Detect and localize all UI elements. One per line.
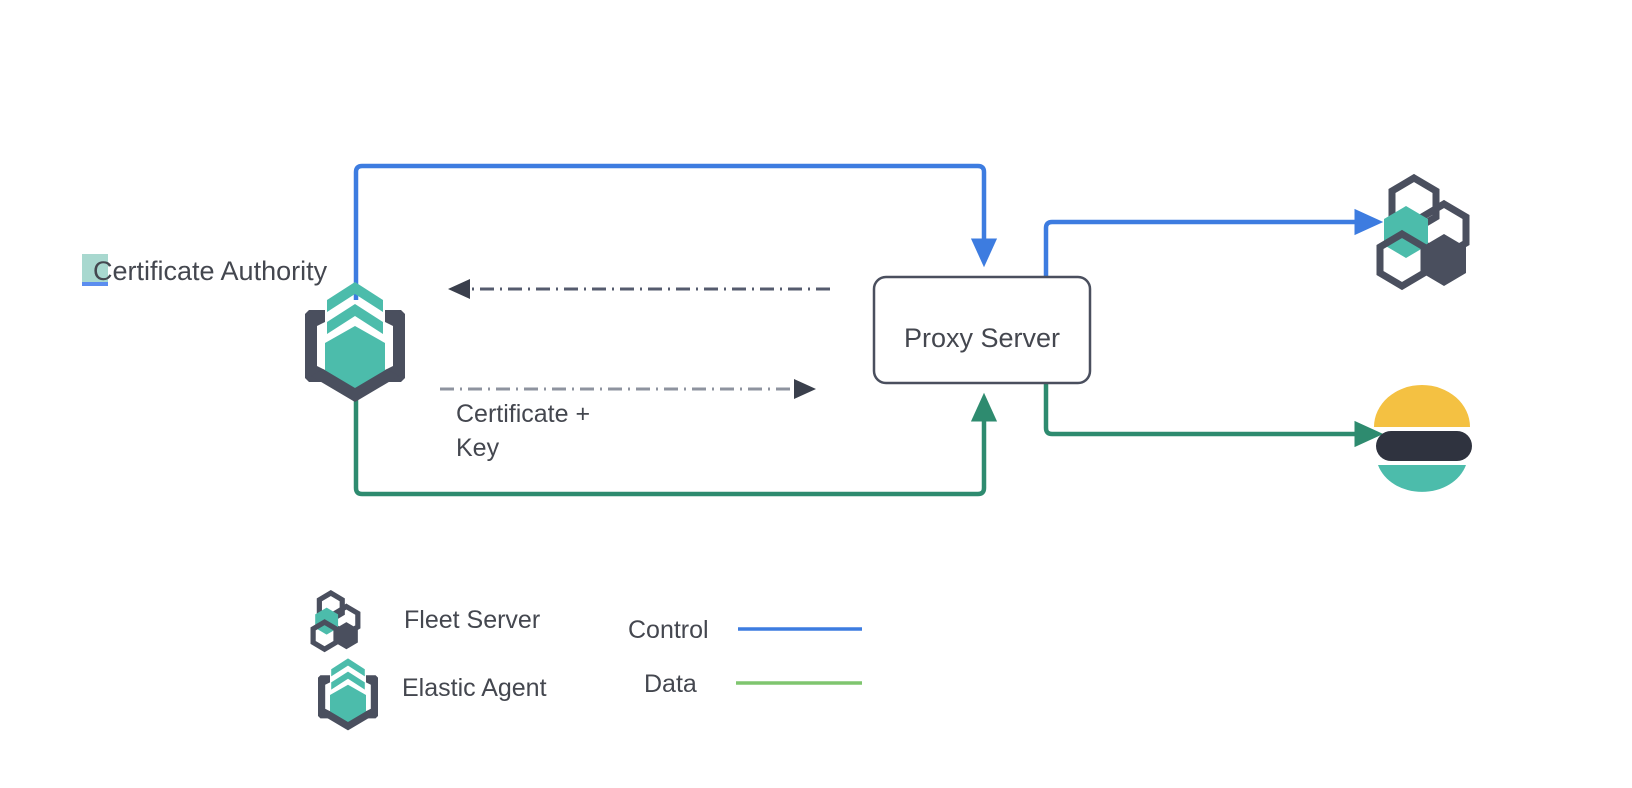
edge-control-agent-to-proxy [353, 163, 998, 300]
text-selection-highlight [82, 254, 108, 286]
certificate-authority-label: Certificate Authority [93, 256, 328, 286]
edge-data-agent-to-proxy [353, 380, 998, 497]
fleet-server-icon [1376, 173, 1470, 291]
edge-data-proxy-to-elasticsearch [1043, 382, 1384, 448]
legend-elastic-agent-icon [318, 658, 378, 731]
proxy-server-label: Proxy Server [904, 323, 1060, 353]
legend-elastic-agent-label: Elastic Agent [402, 674, 547, 702]
legend-control-label: Control [628, 616, 709, 644]
elastic-agent-icon [305, 282, 405, 402]
node-proxy-server[interactable]: Proxy Server [872, 275, 1092, 385]
legend-fleet-server-label: Fleet Server [404, 606, 540, 634]
legend-fleet-server-icon [310, 590, 361, 653]
proxy-server-box[interactable] [872, 275, 1092, 385]
edge-label-certificate-key-line2: Key [456, 434, 500, 462]
edge-control-proxy-to-fleet [1043, 208, 1384, 278]
elasticsearch-icon [1374, 385, 1472, 492]
legend-data-label: Data [644, 670, 697, 698]
edge-label-certificate-key-line1: Certificate + [456, 400, 590, 428]
legend: Fleet Server Elastic Agent Control Data [310, 590, 862, 731]
